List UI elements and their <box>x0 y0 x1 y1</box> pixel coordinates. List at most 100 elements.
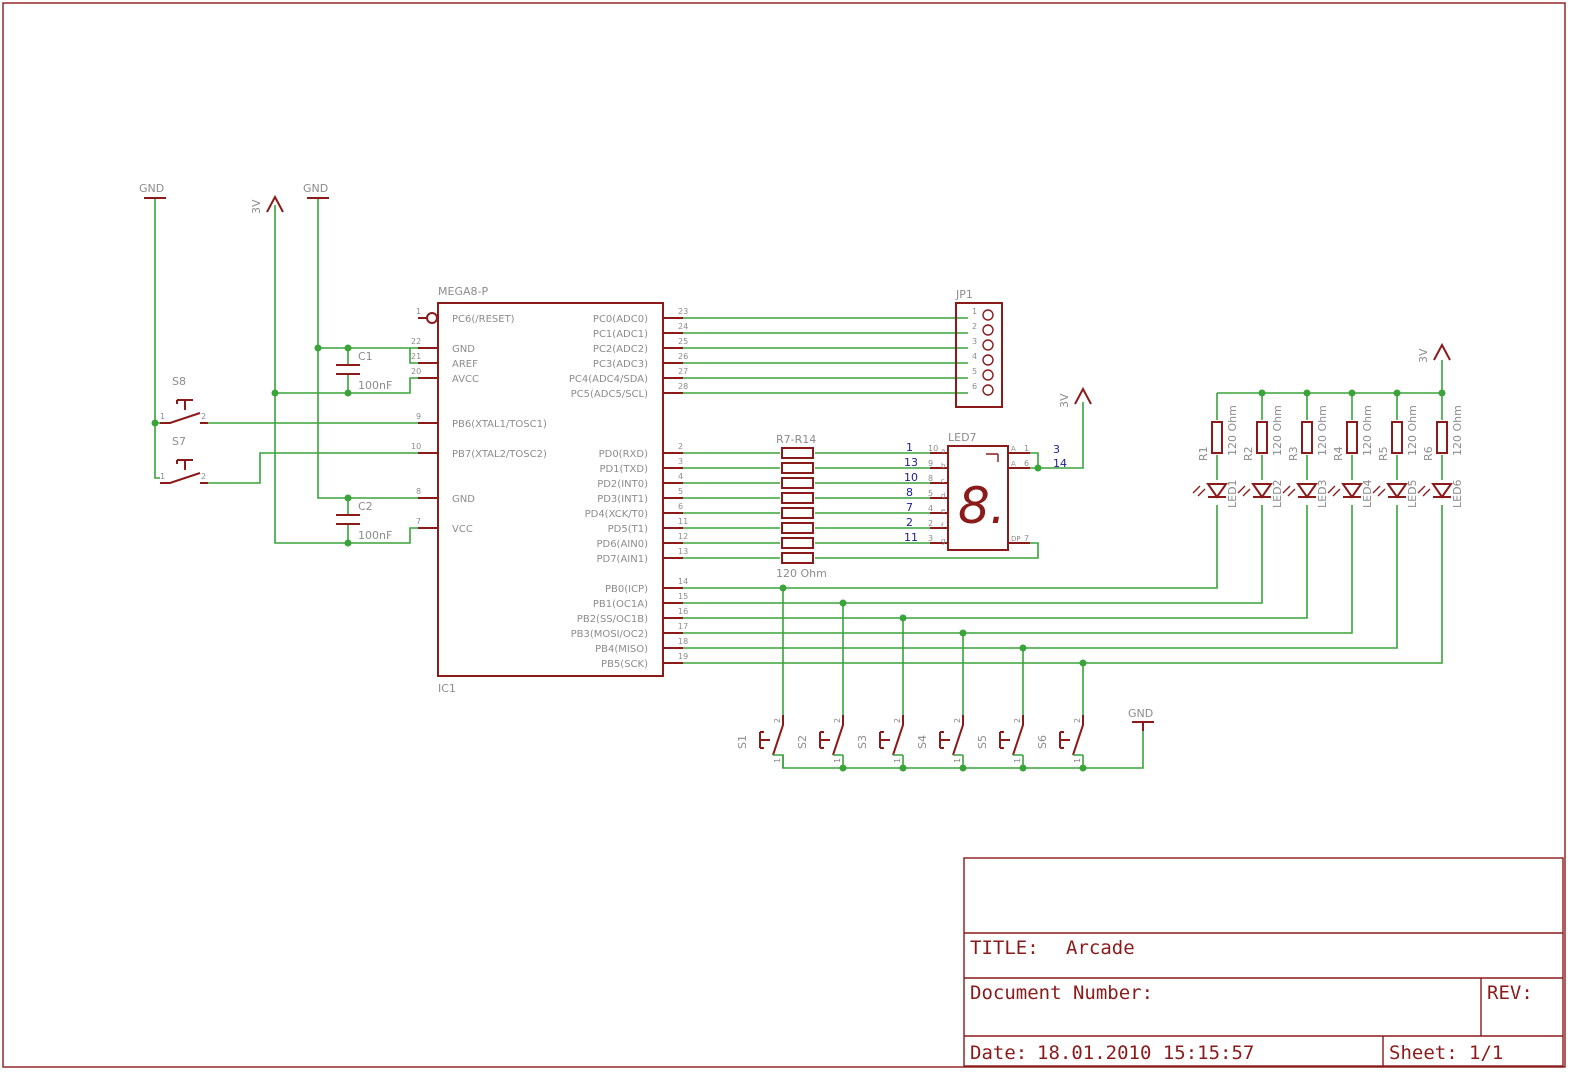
svg-text:100nF: 100nF <box>358 379 392 392</box>
svg-text:120 Ohm: 120 Ohm <box>1361 405 1374 456</box>
svg-text:A: A <box>1011 445 1016 453</box>
svg-text:2: 2 <box>906 516 913 529</box>
svg-text:b: b <box>941 462 946 470</box>
svg-text:5: 5 <box>678 487 683 496</box>
svg-text:15: 15 <box>678 592 688 601</box>
svg-text:8.: 8. <box>958 477 1006 535</box>
svg-text:S1: S1 <box>736 735 749 749</box>
svg-text:PB6(XTAL1/TOSC1): PB6(XTAL1/TOSC1) <box>452 419 547 430</box>
svg-text:120 Ohm: 120 Ohm <box>1316 405 1329 456</box>
svg-text:2: 2 <box>1013 718 1022 723</box>
svg-text:13: 13 <box>678 547 688 556</box>
svg-text:LED6: LED6 <box>1451 479 1464 508</box>
svg-text:14: 14 <box>1053 457 1067 470</box>
svg-text:11: 11 <box>904 531 918 544</box>
svg-text:7: 7 <box>416 517 421 526</box>
svg-text:AVCC: AVCC <box>452 374 479 385</box>
svg-text:23: 23 <box>678 307 688 316</box>
svg-text:100nF: 100nF <box>358 529 392 542</box>
svg-text:25: 25 <box>678 337 688 346</box>
svg-text:IC1: IC1 <box>438 682 456 695</box>
svg-text:5: 5 <box>972 367 977 376</box>
title-value: Arcade <box>1066 937 1135 959</box>
svg-text:R3: R3 <box>1287 446 1300 461</box>
svg-text:11: 11 <box>678 517 688 526</box>
svg-text:PD7(AIN1): PD7(AIN1) <box>596 554 648 565</box>
svg-text:3: 3 <box>972 337 977 346</box>
svg-text:S4: S4 <box>916 735 929 749</box>
svg-text:R7-R14: R7-R14 <box>776 433 816 446</box>
svg-text:2: 2 <box>773 718 782 723</box>
svg-text:S6: S6 <box>1036 735 1049 749</box>
svg-text:PD2(INT0): PD2(INT0) <box>597 479 648 490</box>
svg-text:S7: S7 <box>172 435 186 448</box>
svg-text:GND: GND <box>139 182 164 195</box>
svg-text:LED3: LED3 <box>1316 479 1329 508</box>
date-label: Date: <box>970 1042 1027 1064</box>
svg-text:9: 9 <box>928 459 933 468</box>
svg-text:C1: C1 <box>358 350 373 363</box>
wires <box>154 198 1443 769</box>
svg-text:8: 8 <box>928 474 933 483</box>
svg-text:PD4(XCK/T0): PD4(XCK/T0) <box>585 509 648 520</box>
svg-text:2: 2 <box>201 472 206 481</box>
svg-text:PD1(TXD): PD1(TXD) <box>599 464 648 475</box>
svg-text:26: 26 <box>678 352 688 361</box>
gnd-symbol-1: GND <box>139 182 166 199</box>
svg-text:1: 1 <box>1073 758 1082 763</box>
svg-text:2: 2 <box>893 718 902 723</box>
date-value: 18.01.2010 15:15:57 <box>1037 1042 1254 1064</box>
svg-text:7: 7 <box>906 501 913 514</box>
svg-text:MEGA8-P: MEGA8-P <box>438 285 488 298</box>
svg-text:R1: R1 <box>1197 446 1210 461</box>
svg-text:13: 13 <box>904 456 918 469</box>
svg-text:R2: R2 <box>1242 446 1255 461</box>
svg-text:A: A <box>1011 460 1016 468</box>
led-column-5: R5 120 Ohm LED5 <box>1372 405 1419 508</box>
switch-s2: S2 2 1 <box>796 715 844 763</box>
svg-text:JP1: JP1 <box>955 288 973 301</box>
svg-text:f: f <box>941 522 944 530</box>
svg-text:2: 2 <box>833 718 842 723</box>
svg-text:PD6(AIN0): PD6(AIN0) <box>596 539 648 550</box>
capacitor-c2: C2 100nF <box>336 500 392 542</box>
svg-text:LED7: LED7 <box>948 431 977 444</box>
gnd-symbol-3: GND <box>1128 707 1154 731</box>
svg-text:4: 4 <box>972 352 977 361</box>
svg-text:20: 20 <box>411 367 421 376</box>
svg-text:PD0(RXD): PD0(RXD) <box>599 449 648 460</box>
gnd-symbol-2: GND <box>303 182 329 199</box>
svg-text:e: e <box>941 507 945 515</box>
svg-text:PD3(INT1): PD3(INT1) <box>597 494 648 505</box>
svg-text:19: 19 <box>678 652 688 661</box>
svg-text:PC2(ADC2): PC2(ADC2) <box>593 344 648 355</box>
svg-text:1: 1 <box>1013 758 1022 763</box>
svg-text:PC0(ADC0): PC0(ADC0) <box>593 314 648 325</box>
svg-text:28: 28 <box>678 382 688 391</box>
svg-text:PD5(T1): PD5(T1) <box>608 524 648 535</box>
svg-text:4: 4 <box>928 504 933 513</box>
resistor-array-r7-r14: R7-R14 120 Ohm <box>776 433 827 580</box>
svg-text:GND: GND <box>303 182 328 195</box>
svg-text:PC6(/RESET): PC6(/RESET) <box>452 314 515 325</box>
svg-text:R5: R5 <box>1377 446 1390 461</box>
svg-text:10: 10 <box>904 471 918 484</box>
svg-text:1: 1 <box>906 441 913 454</box>
svg-text:120 Ohm: 120 Ohm <box>1406 405 1419 456</box>
rev-label: REV: <box>1487 982 1533 1004</box>
svg-text:8: 8 <box>906 486 913 499</box>
svg-text:LED2: LED2 <box>1271 479 1284 508</box>
svg-text:d: d <box>941 492 945 500</box>
svg-text:6: 6 <box>1024 459 1029 468</box>
svg-text:120 Ohm: 120 Ohm <box>1271 405 1284 456</box>
svg-text:LED4: LED4 <box>1361 479 1374 508</box>
svg-text:1: 1 <box>160 412 165 421</box>
svg-text:2: 2 <box>201 412 206 421</box>
svg-text:1: 1 <box>953 758 962 763</box>
svg-text:S5: S5 <box>976 735 989 749</box>
svg-text:GND: GND <box>452 494 475 505</box>
svg-text:18: 18 <box>678 637 688 646</box>
svg-text:3: 3 <box>928 534 933 543</box>
svg-text:PC4(ADC4/SDA): PC4(ADC4/SDA) <box>569 374 648 385</box>
svg-text:17: 17 <box>678 622 688 631</box>
